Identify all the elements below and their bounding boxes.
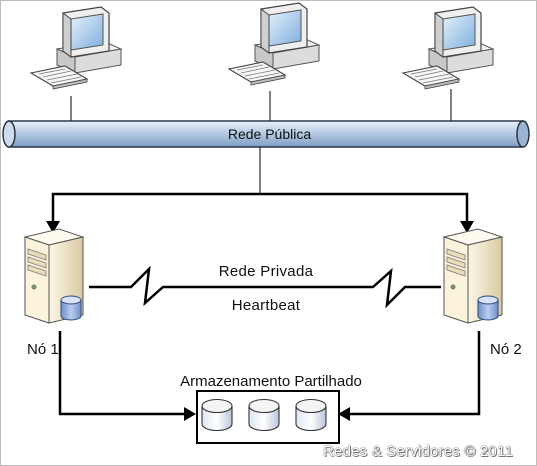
connector-arrow-left <box>46 221 60 233</box>
storage-arrow-right <box>338 407 350 421</box>
heartbeat-link <box>89 265 441 309</box>
node-2-label: Nó 2 <box>490 341 522 358</box>
desktop-computer-icon <box>30 6 122 90</box>
desktop-computer-icon <box>402 6 494 90</box>
pc-drop-lines <box>70 89 452 123</box>
heartbeat-label: Heartbeat <box>231 297 301 314</box>
desktop-computer-icon <box>228 2 320 86</box>
disk-icon <box>248 398 280 432</box>
public-network-bus <box>2 120 530 148</box>
connector-arrow-right <box>460 221 474 233</box>
disk-icon <box>295 398 327 432</box>
public-network-label: Rede Pública <box>227 126 312 142</box>
disk-icon <box>201 398 233 432</box>
public-to-nodes-connector <box>51 147 469 227</box>
private-network-label: Rede Privada <box>218 263 314 280</box>
node-1-label: Nó 1 <box>27 341 59 358</box>
copyright-watermark: Redes & Servidores © 2011 <box>323 443 514 460</box>
storage-connectors <box>58 331 481 416</box>
database-icon <box>60 295 82 321</box>
storage-arrow-left <box>184 407 196 421</box>
shared-storage-label: Armazenamento Partilhado <box>180 373 362 390</box>
database-icon <box>477 295 499 321</box>
